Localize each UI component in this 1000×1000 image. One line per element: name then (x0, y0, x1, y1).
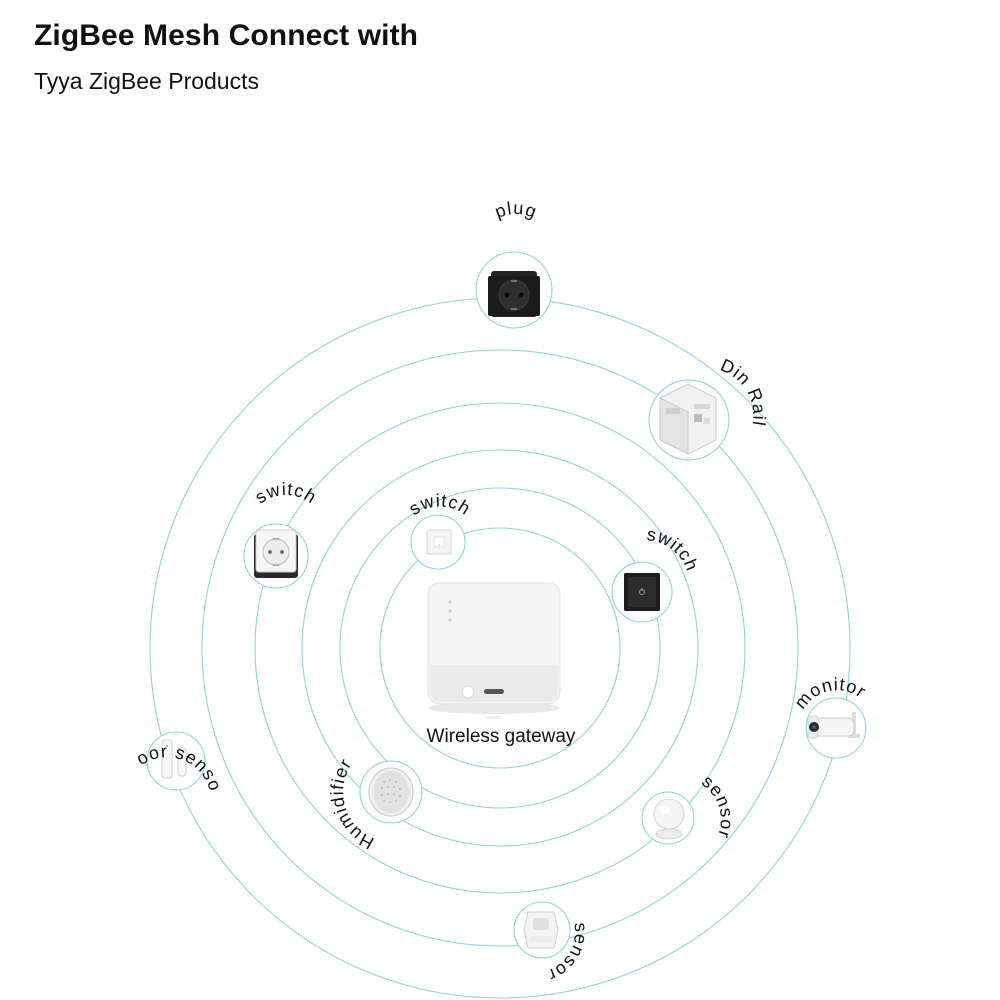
ring-2 (339, 487, 661, 809)
device-sensor-right: sensor (641, 771, 737, 845)
device-switch-inner: switch (405, 490, 474, 570)
page-subtitle: Tyya ZigBee Products (34, 68, 259, 94)
camera-icon (807, 712, 860, 739)
socket-white-icon (254, 529, 298, 578)
motion-sensor-pir-icon (523, 911, 559, 949)
device-sensor-right-label: sensor (698, 771, 737, 842)
device-door-sensor-label: Door sensor (0, 0, 226, 794)
device-plug: plug (475, 198, 553, 329)
humidifier-icon (368, 767, 414, 817)
wireless-gateway: Wireless gateway (427, 582, 576, 747)
ring-4 (254, 402, 746, 894)
socket-black-icon (488, 271, 540, 317)
device-door-sensor: Door sensor (0, 0, 226, 794)
motion-sensor-round-icon (653, 798, 685, 840)
device-switch-left: switch (243, 479, 320, 589)
device-din-rail: Din Rail (648, 355, 768, 461)
device-humidifier: Humidifier (327, 755, 423, 853)
ring-1 (379, 527, 621, 769)
device-monitor: monitor (790, 674, 869, 759)
gateway-hub-icon (427, 582, 561, 719)
device-plug-label: plug (492, 198, 540, 222)
device-switch-left-label: switch (251, 479, 320, 508)
ring-3 (301, 449, 699, 847)
device-sensor-bottom: sensor (513, 901, 590, 986)
device-switch-right: switch (611, 524, 701, 623)
gateway-label: Wireless gateway (427, 726, 576, 747)
ring-5 (201, 349, 799, 947)
page-title: ZigBee Mesh Connect with (34, 19, 419, 52)
wall-switch-black-icon (624, 573, 660, 611)
door-sensor-icon (161, 739, 187, 779)
din-rail-icon (659, 383, 717, 455)
wall-switch-white-icon (426, 529, 452, 555)
